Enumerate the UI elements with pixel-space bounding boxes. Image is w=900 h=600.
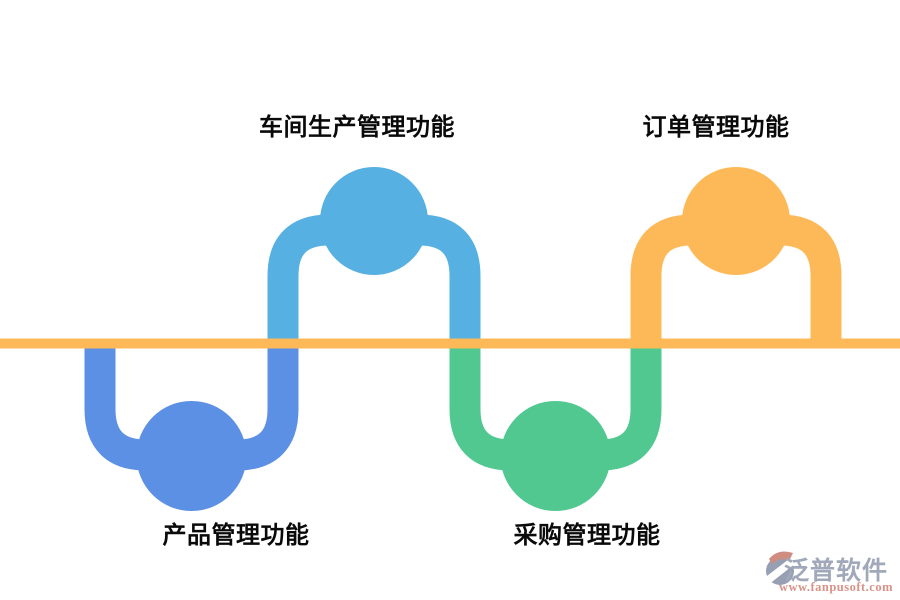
product-label: 产品管理功能	[162, 522, 310, 549]
brand-logo-icon	[763, 551, 796, 585]
brand-name: 泛普软件	[784, 556, 888, 585]
order-label: 订单管理功能	[642, 114, 790, 141]
product-node-circle	[136, 401, 247, 511]
brand-logo-slash	[763, 556, 796, 585]
order-node-circle	[682, 167, 790, 275]
baseline	[0, 338, 900, 349]
workshop-label: 车间生产管理功能	[259, 114, 455, 141]
brand-watermark: 泛普软件 www.fanpusoft.com	[763, 551, 893, 594]
workshop-node-circle	[320, 167, 428, 275]
purchase-label: 采购管理功能	[513, 522, 661, 549]
brand-url: www.fanpusoft.com	[779, 580, 893, 594]
purchase-node-circle	[500, 401, 611, 511]
brand-logo-accent	[769, 551, 793, 564]
